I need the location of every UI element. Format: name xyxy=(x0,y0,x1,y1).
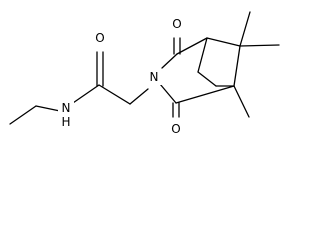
bond-ethyl-ch2-nh xyxy=(35,105,61,112)
bond-bridge-left-a xyxy=(197,37,208,73)
chemical-structure-diagram: O N H N O O xyxy=(9,11,280,137)
bond-gem-methyl-top xyxy=(239,11,251,47)
atom-labels: O N H N O O xyxy=(58,16,184,137)
bond-n-lower-carbonyl xyxy=(159,83,177,104)
bond-n-upper-carbonyl xyxy=(161,53,178,69)
bond-lower-c-bridgehead xyxy=(175,85,235,104)
bond-ethyl-ch3-ch2 xyxy=(9,105,37,125)
atom-label-chain-amide-nitrogen: N xyxy=(62,101,71,115)
bond-upper-c-bridgehead xyxy=(176,37,208,55)
bond-gem-methyl-right xyxy=(239,44,280,47)
bond-lines xyxy=(9,11,280,125)
bond-bridgehead-gem-carbon xyxy=(206,37,241,47)
atom-label-chain-amide-hydrogen: H xyxy=(61,115,70,129)
atom-label-upper-carbonyl-oxygen: O xyxy=(172,17,181,31)
bond-ch2-ring-n xyxy=(129,88,149,105)
bond-nh-carbonyl-carbon xyxy=(69,84,100,106)
bond-carbonyl-ch2 xyxy=(98,84,131,105)
atom-label-chain-carbonyl-oxygen: O xyxy=(95,31,104,45)
bond-bridge-left-b xyxy=(197,71,217,87)
atom-label-ring-imide-nitrogen: N xyxy=(150,70,159,84)
bond-bridgehead-methyl xyxy=(233,85,250,118)
atom-label-lower-carbonyl-oxygen: O xyxy=(171,122,180,136)
bond-gem-carbon-bridgehead xyxy=(233,45,241,87)
